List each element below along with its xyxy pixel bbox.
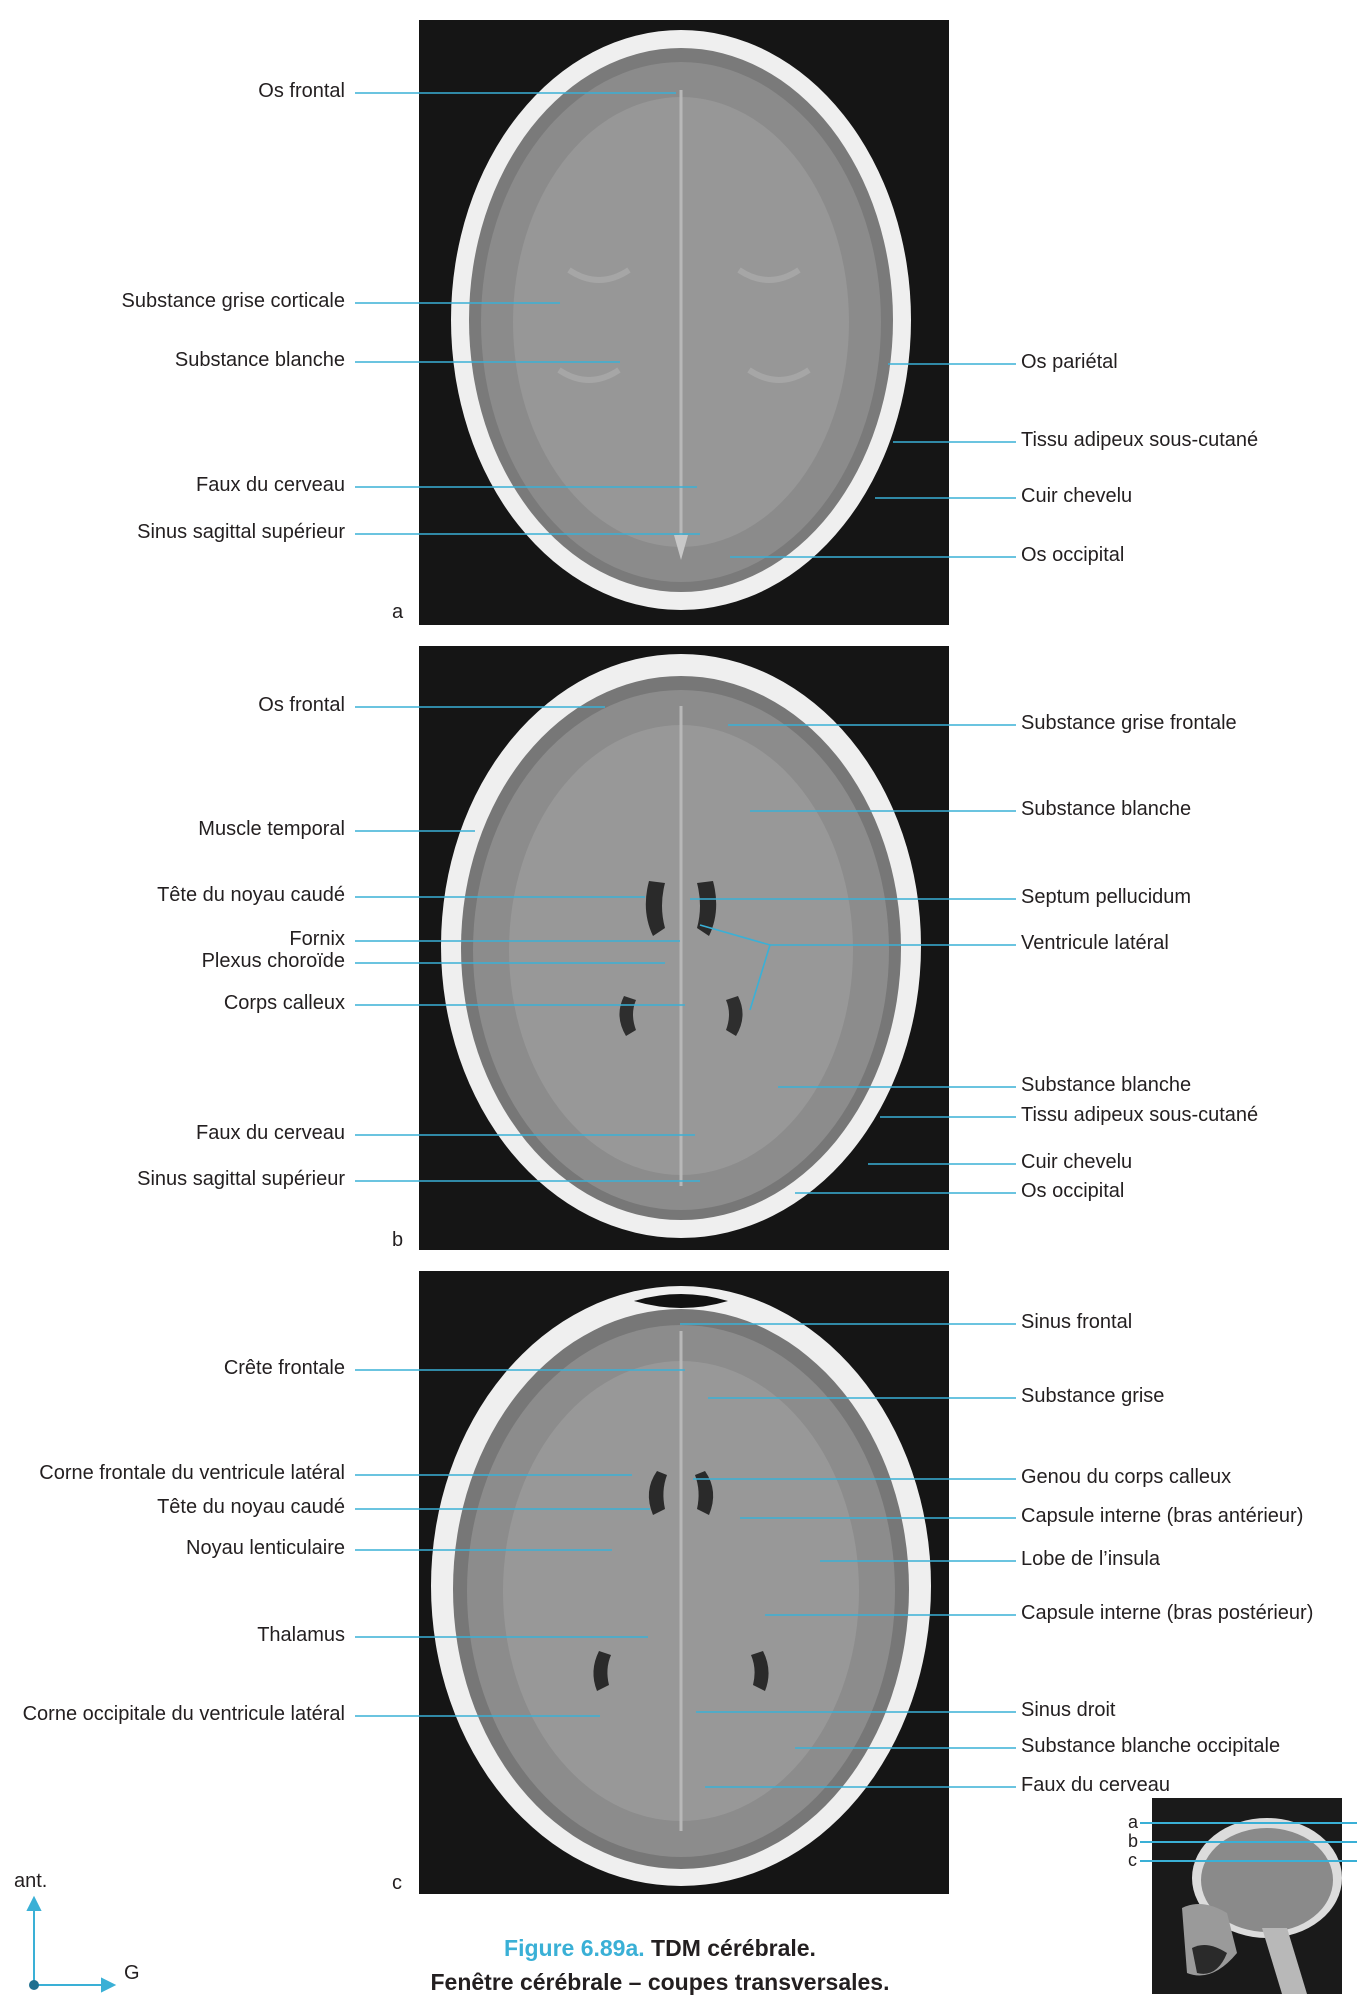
label-substance-grise-c: Substance grise [1021,1385,1165,1407]
label-plexus-choroide-b: Plexus choroïde [201,950,345,972]
sagittal-scout-image [1152,1798,1342,1994]
figure-title: TDM cérébrale. [651,1935,816,1961]
label-substance-grise-corticale-a: Substance grise corticale [121,290,345,312]
label-thalamus-c: Thalamus [257,1624,345,1646]
figure-number: Figure 6.89a. [504,1935,645,1961]
label-tissu-adipeux-a: Tissu adipeux sous-cutané [1021,429,1259,451]
label-septum-pellucidum-b: Septum pellucidum [1021,886,1192,908]
label-sinus-sagittal-superieur-b: Sinus sagittal supérieur [137,1168,345,1190]
label-substance-blanche-a: Substance blanche [174,349,345,371]
label-muscle-temporal-b: Muscle temporal [198,818,345,840]
label-os-parietal-a: Os pariétal [1021,351,1118,373]
label-fornix-b: Fornix [289,928,345,950]
label-substance-blanche-occipitale-c: Substance blanche occipitale [1021,1735,1281,1757]
label-corps-calleux-b: Corps calleux [223,992,345,1014]
label-os-occipital-b: Os occipital [1021,1180,1125,1202]
label-crete-frontale-c: Crête frontale [223,1357,345,1379]
panel-letter-c: c [392,1872,402,1894]
label-faux-du-cerveau-c: Faux du cerveau [1021,1774,1170,1796]
orientation-indicator: ant. G [12,1870,152,2000]
label-os-frontal-a: Os frontal [258,80,345,102]
label-ventricule-lateral-b: Ventricule latéral [1021,932,1169,954]
scout-letter-c: c [1128,1850,1137,1870]
label-substance-grise-frontale-b: Substance grise frontale [1021,712,1237,734]
label-substance-blanche-b1: Substance blanche [1021,798,1192,820]
label-faux-du-cerveau-a: Faux du cerveau [196,474,345,496]
orientation-arrows-icon [26,1895,117,1993]
scout-letter-a: a [1128,1812,1139,1832]
label-sinus-frontal-c: Sinus frontal [1021,1311,1133,1333]
label-sinus-droit-c: Sinus droit [1021,1699,1116,1721]
label-faux-du-cerveau-b: Faux du cerveau [196,1122,345,1144]
label-os-frontal-b: Os frontal [258,694,345,716]
label-tissu-adipeux-b: Tissu adipeux sous-cutané [1021,1104,1259,1126]
label-corne-frontale-c: Corne frontale du ventricule latéral [39,1462,345,1484]
ct-image-b [419,646,949,1250]
scout-letter-b: b [1128,1831,1139,1851]
label-tete-noyau-caude-b: Tête du noyau caudé [157,884,345,906]
label-lobe-insula-c: Lobe de l’insula [1021,1548,1160,1570]
anterior-label: ant. [14,1870,48,1892]
ct-image-c [419,1271,949,1894]
figure-caption: Figure 6.89a. TDM cérébrale. Fenêtre cér… [360,1931,960,1999]
panel-letter-b: b [392,1229,404,1251]
label-corne-occipitale-c: Corne occipitale du ventricule latéral [22,1703,345,1725]
figure-subtitle: Fenêtre cérébrale – coupes transversales… [430,1969,890,1995]
label-sinus-sagittal-superieur-a: Sinus sagittal supérieur [137,521,345,543]
scout-slice-lines [1140,1822,1357,1862]
label-substance-blanche-b2: Substance blanche [1021,1074,1192,1096]
label-tete-noyau-caude-c: Tête du noyau caudé [157,1496,345,1518]
label-capsule-interne-anterieur-c: Capsule interne (bras antérieur) [1021,1505,1304,1527]
ct-image-a [419,20,949,625]
label-os-occipital-a: Os occipital [1021,544,1125,566]
panel-letter-a: a [392,601,404,623]
label-noyau-lenticulaire-c: Noyau lenticulaire [186,1537,345,1559]
label-genou-corps-calleux-c: Genou du corps calleux [1021,1466,1232,1488]
label-cuir-chevelu-a: Cuir chevelu [1021,485,1133,507]
label-capsule-interne-posterieur-c: Capsule interne (bras postérieur) [1021,1602,1314,1624]
left-side-label: G [124,1962,140,1984]
label-cuir-chevelu-b: Cuir chevelu [1021,1151,1133,1173]
